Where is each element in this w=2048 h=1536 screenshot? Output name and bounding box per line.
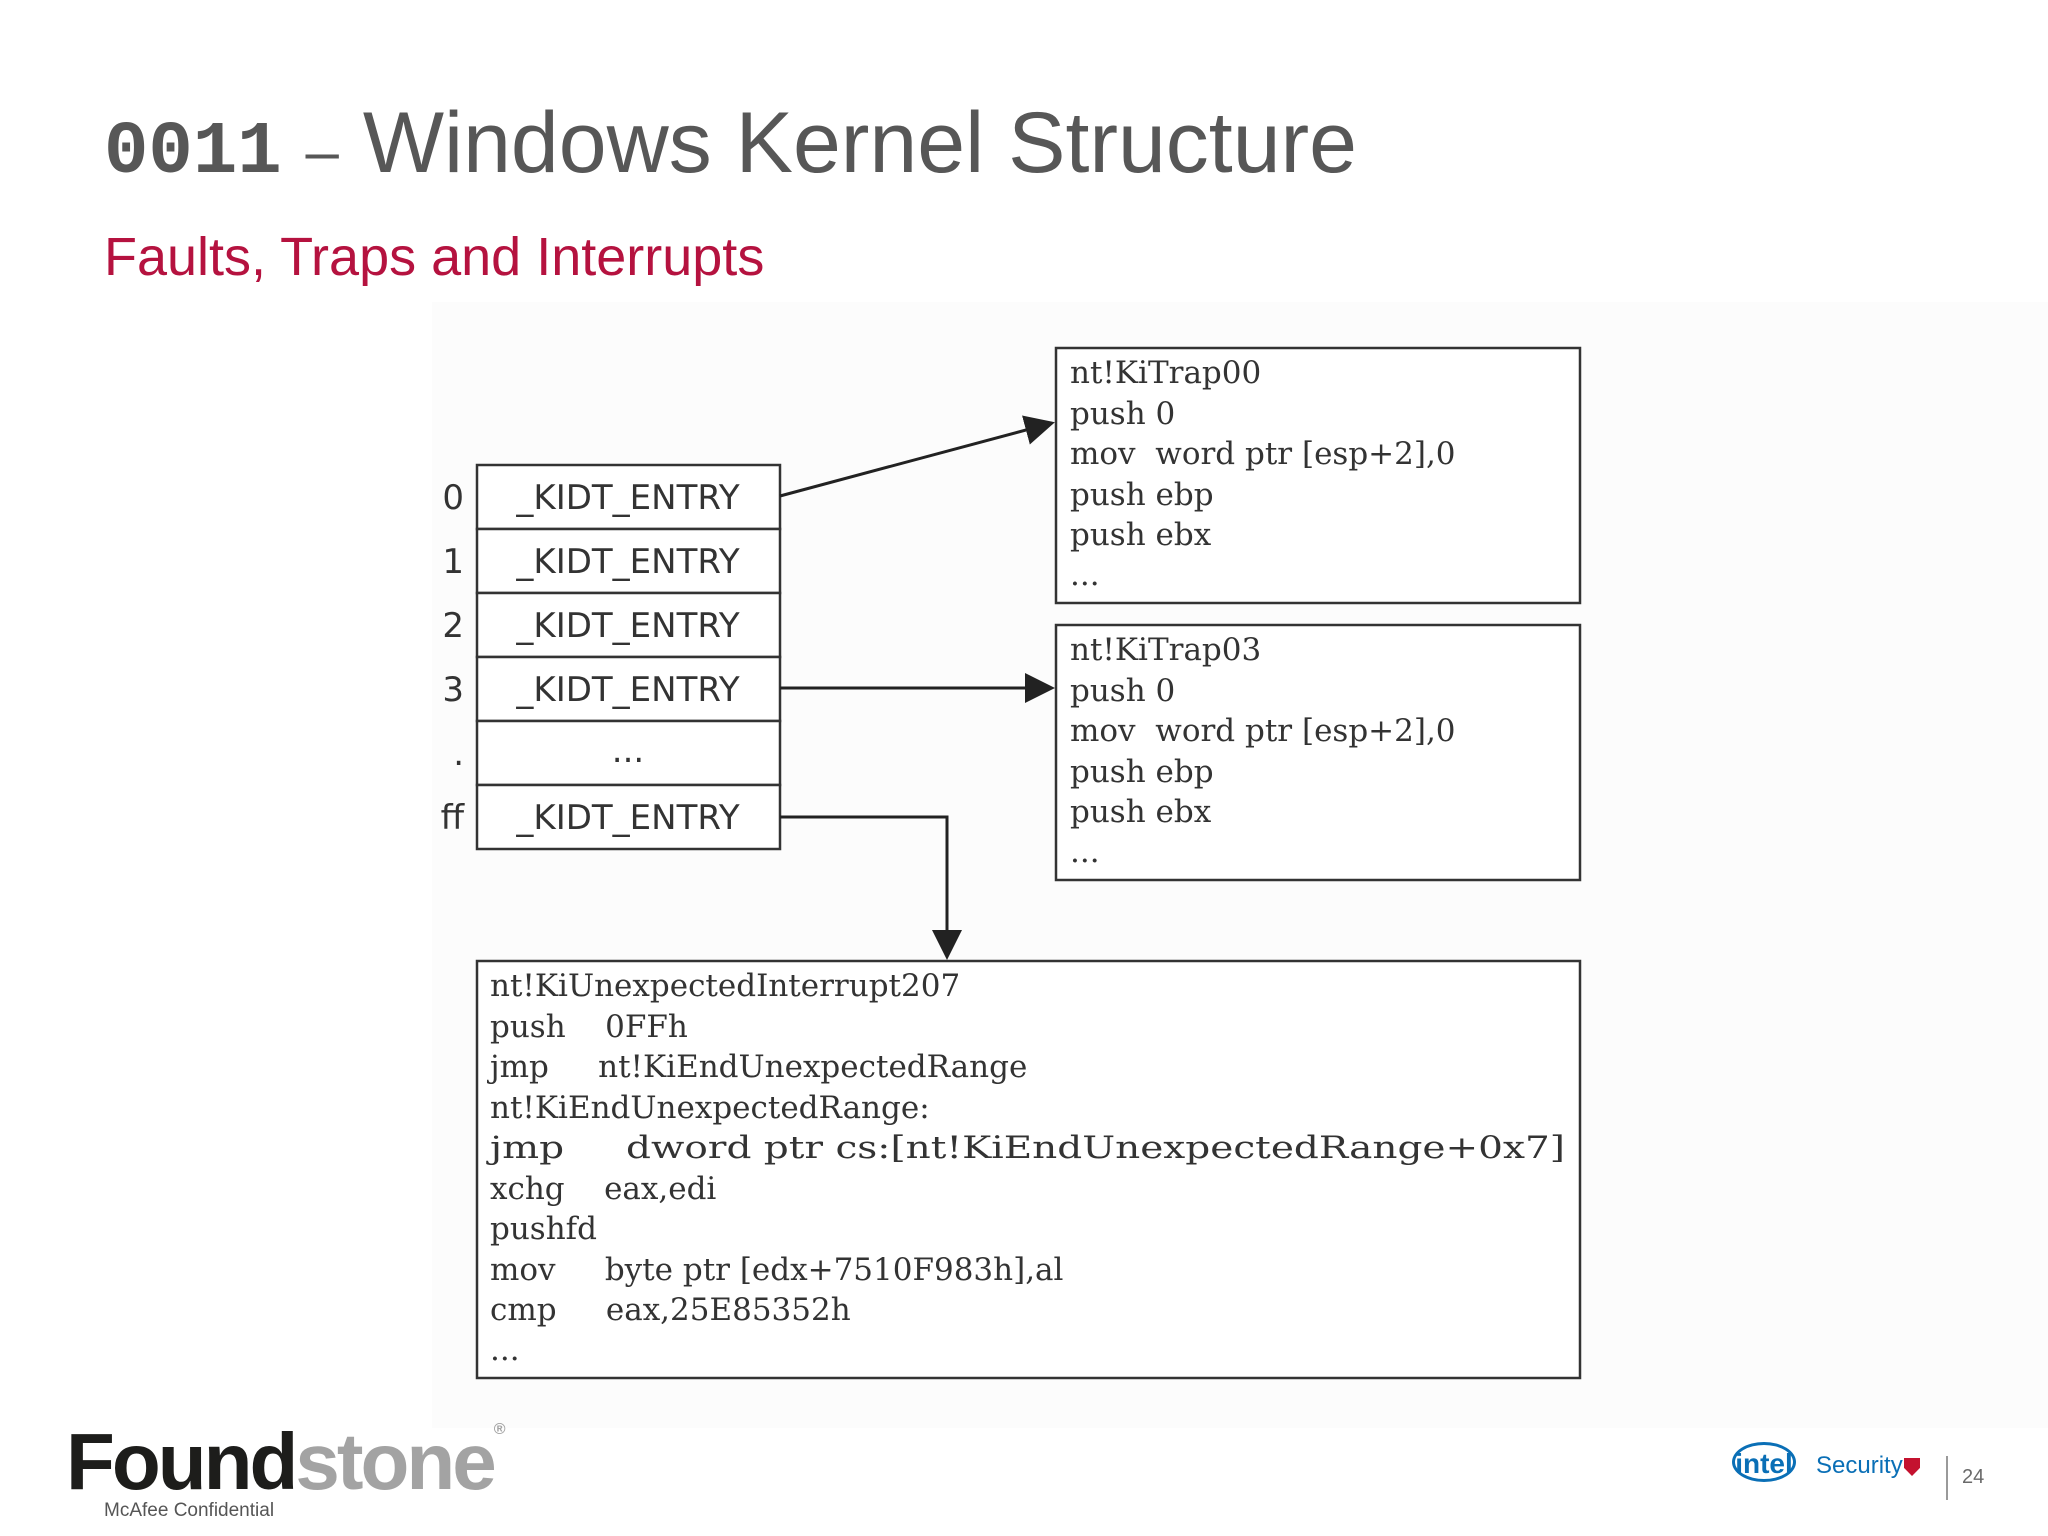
- code-line: mov byte ptr [edx+7510F983h],al: [490, 1252, 1063, 1288]
- idt-entry-label: _KIDT_ENTRY: [515, 478, 739, 518]
- idt-index: 1: [442, 542, 464, 582]
- code-line: xchg eax,edi: [490, 1171, 716, 1207]
- logo-text-found: Found: [66, 1417, 298, 1506]
- idt-cell: [475, 527, 782, 595]
- arrow-entryff-to-unexpected: [780, 815, 962, 960]
- idt-index: 2: [442, 606, 464, 646]
- code-line: mov word ptr [esp+2],0: [1070, 713, 1456, 749]
- foundstone-logo: Foundstone®: [66, 1422, 506, 1502]
- code-box-kitrap03: nt!KiTrap03 push 0 mov word ptr [esp+2],…: [1054, 623, 1582, 882]
- code-box-frame: [475, 959, 1582, 1380]
- logo-registered-mark: ®: [493, 1421, 506, 1438]
- arrow-entry0-to-kitrap00: [779, 415, 1055, 498]
- mcafee-shield-icon: [1904, 1458, 1920, 1476]
- code-line: nt!KiTrap00: [1070, 355, 1261, 391]
- code-line: push 0: [1070, 396, 1175, 432]
- slide-subtitle: Faults, Traps and Interrupts: [104, 227, 765, 287]
- logo-text-stone: stone: [295, 1417, 496, 1506]
- code-line: push ebp: [1070, 477, 1214, 513]
- idt-entry-label: _KIDT_ENTRY: [515, 798, 739, 838]
- code-line: cmp eax,25E85352h: [490, 1292, 851, 1328]
- code-line: push ebx: [1070, 794, 1212, 830]
- code-line: nt!KiEndUnexpectedRange:: [490, 1090, 930, 1126]
- idt-index: 3: [442, 670, 464, 710]
- code-box-kiunexpectedinterrupt: nt!KiUnexpectedInterrupt207 push 0FFh jm…: [475, 959, 1582, 1380]
- code-line: push 0FFh: [490, 1009, 688, 1045]
- idt-cell: [475, 655, 782, 723]
- code-line: push ebx: [1070, 517, 1212, 553]
- confidential-notice: McAfee Confidential: [104, 1500, 275, 1521]
- code-box-frame: [1054, 346, 1582, 605]
- code-line: ...: [490, 1332, 520, 1368]
- idt-entry-label: _KIDT_ENTRY: [515, 670, 739, 710]
- code-box-kitrap00: nt!KiTrap00 push 0 mov word ptr [esp+2],…: [1054, 346, 1582, 605]
- slide-title: 0011 – Windows Kernel Structure: [104, 100, 1357, 190]
- idt-entry-label: ...: [612, 731, 644, 771]
- code-line: ...: [1070, 557, 1100, 593]
- code-line: jmp nt!KiEndUnexpectedRange: [487, 1049, 1027, 1085]
- idt-entry-label: _KIDT_ENTRY: [515, 606, 739, 646]
- title-text: Windows Kernel Structure: [362, 95, 1357, 191]
- code-box-frame: [1054, 623, 1582, 882]
- idt-cell: [475, 783, 782, 851]
- idt-cell: [475, 463, 782, 531]
- intel-logo: intel: [1732, 1442, 1796, 1482]
- intel-security-label: Security: [1816, 1452, 1903, 1479]
- code-line: ...: [1070, 834, 1100, 870]
- code-line: push 0: [1070, 673, 1175, 709]
- idt-index: ff: [441, 798, 466, 838]
- idt-cell: [475, 591, 782, 659]
- title-dash: –: [305, 118, 339, 185]
- idt-index: 0: [442, 478, 464, 518]
- idt-entry-label: _KIDT_ENTRY: [515, 542, 739, 582]
- idt-index: .: [453, 734, 464, 774]
- code-line: nt!KiTrap03: [1070, 632, 1261, 668]
- code-line: mov word ptr [esp+2],0: [1070, 436, 1456, 472]
- code-line: pushfd: [490, 1211, 597, 1247]
- code-line: push ebp: [1070, 754, 1214, 790]
- idt-table: 0 1 2 3 . ff _KIDT_ENTRY _KIDT_ENTRY _KI…: [441, 463, 782, 851]
- code-line: jmp dword ptr cs:[nt!KiEndUnexpectedRang…: [486, 1130, 1565, 1166]
- page-number: 24: [1962, 1466, 1985, 1488]
- code-line: nt!KiUnexpectedInterrupt207: [490, 968, 960, 1004]
- title-code: 0011: [104, 111, 282, 195]
- footer-divider: [1946, 1456, 1948, 1500]
